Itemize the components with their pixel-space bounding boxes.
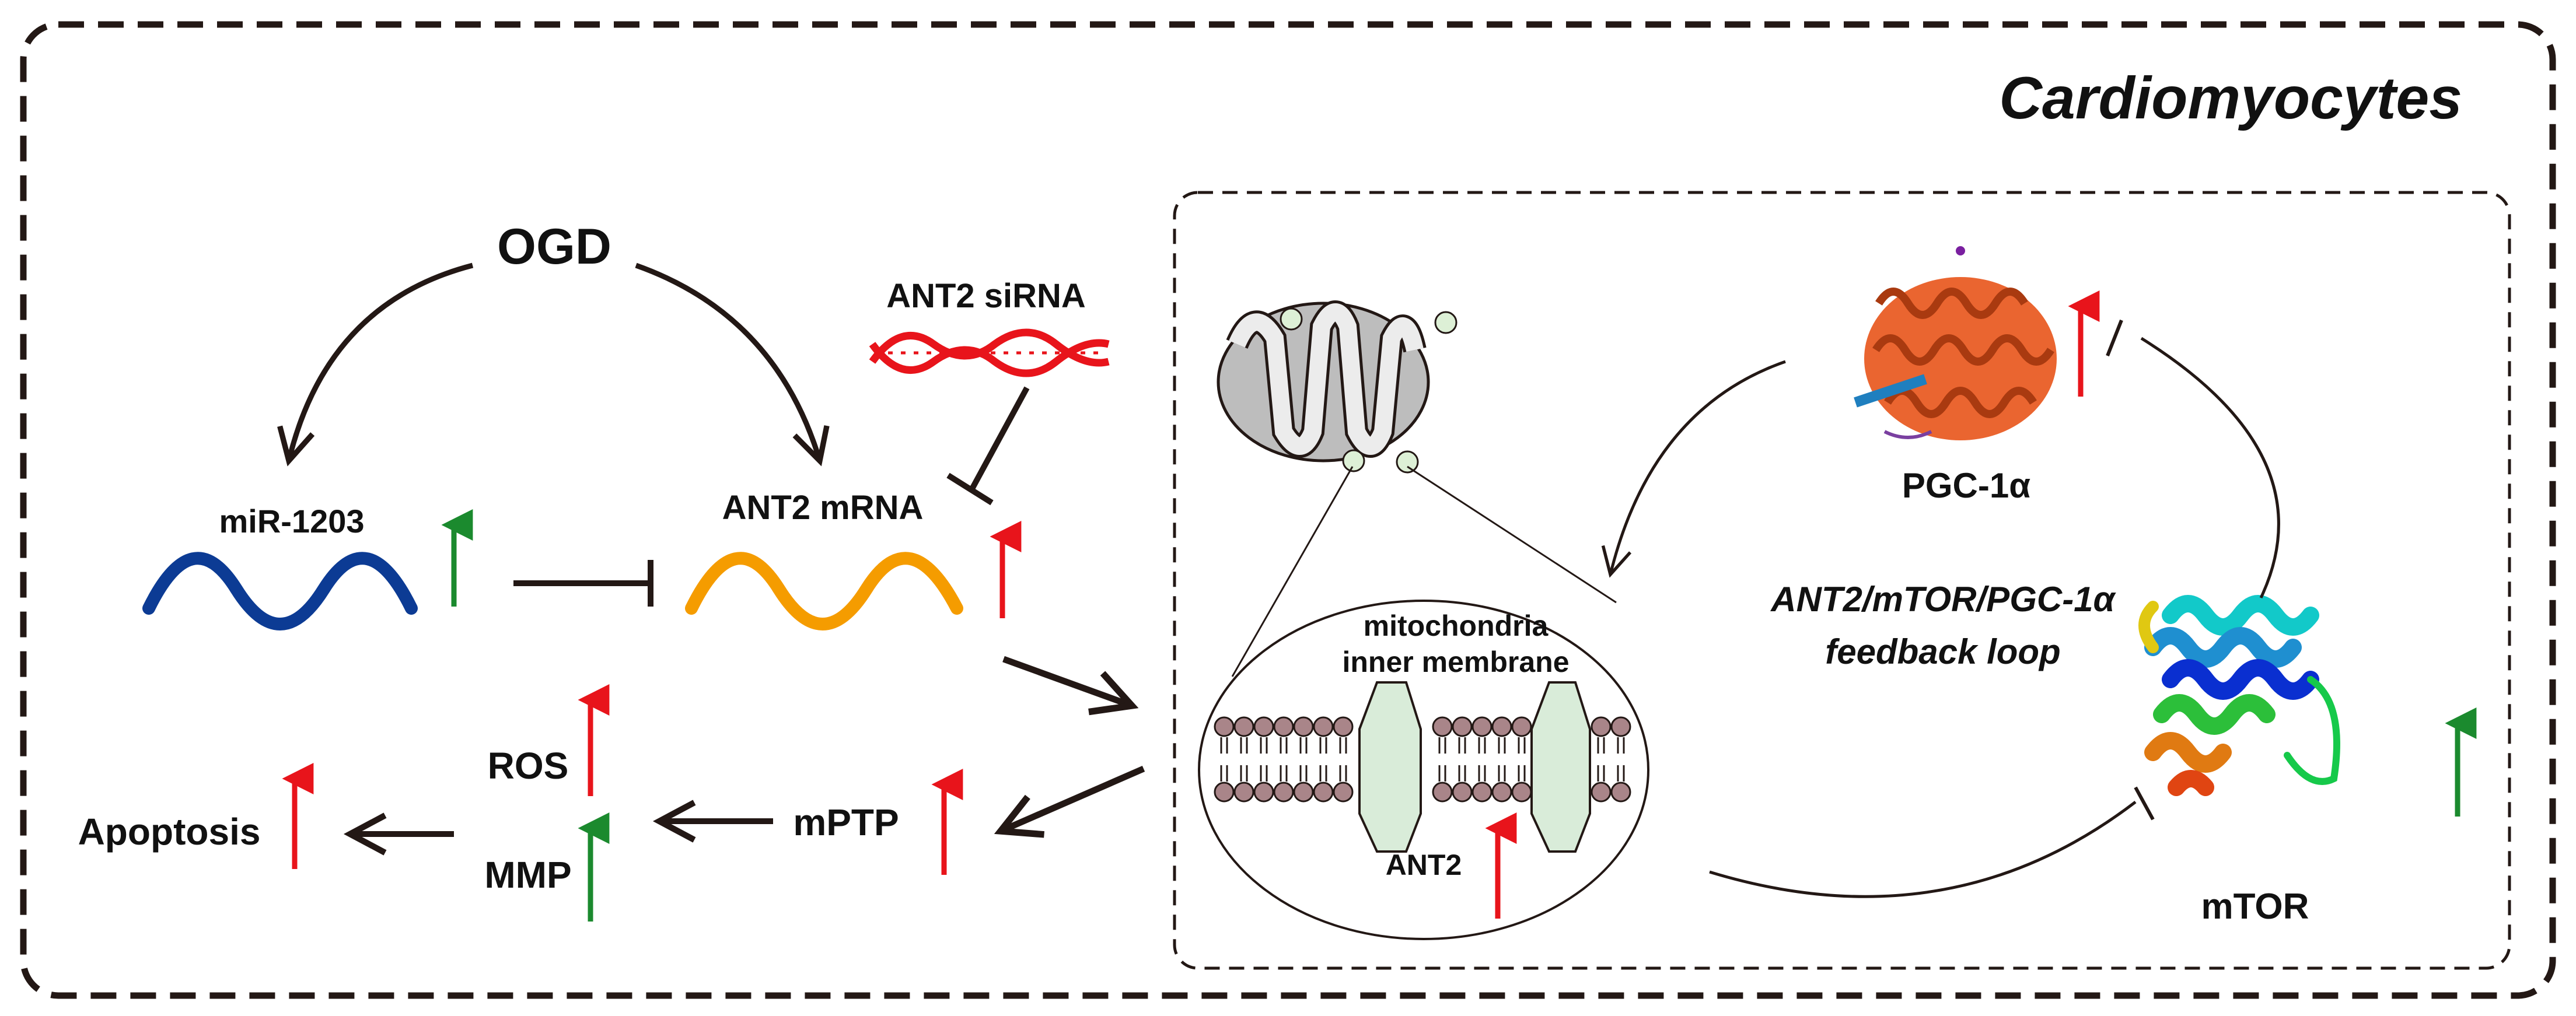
mrna-wave-icon [685, 552, 963, 630]
lipid-head [1491, 782, 1512, 803]
lipid-head [1471, 716, 1493, 737]
ogd-label: OGD [497, 219, 611, 275]
lipid-head [1432, 716, 1453, 737]
sirna-inhibition-bar-icon [946, 472, 994, 506]
lipid-head [1313, 716, 1334, 737]
mtor-label: mTOR [2201, 887, 2309, 927]
lipid-head [1452, 782, 1473, 803]
ant2-protein-right [1530, 681, 1591, 853]
mito-to-mptp-arrow [994, 765, 1145, 838]
lipid-head [1452, 716, 1473, 737]
lipid-head [1253, 782, 1274, 803]
mrna-to-mito-arrow [1002, 656, 1139, 716]
frame-title: Cardiomyocytes [1999, 65, 2462, 131]
mir-wave-icon [142, 552, 418, 630]
outer-frame [20, 21, 2556, 999]
mitochondrion-icon [1217, 300, 1457, 474]
loop-label-line1: ANT2/mTOR/PGC-1α [1770, 580, 2116, 619]
lipid-head [1432, 782, 1453, 803]
apoptosis-label: Apoptosis [78, 811, 261, 853]
lipid-head [1253, 716, 1274, 737]
lipid-head [1293, 782, 1314, 803]
ant2-sirna-label: ANT2 siRNA [886, 277, 1086, 315]
lipid-head [1214, 782, 1235, 803]
lipid-head [1511, 782, 1532, 803]
lipid-head [1313, 782, 1334, 803]
lipid-head [1610, 716, 1631, 737]
mitochondria-panel [1173, 191, 2511, 970]
membrane-label-line2: inner membrane [1342, 646, 1569, 678]
dsrna-helix-icon [869, 328, 1110, 377]
lipid-head [1333, 716, 1354, 737]
pgc-protein-structure-icon [1854, 246, 2057, 440]
membrane-label-line1: mitochondria [1364, 609, 1549, 642]
lipid-head [1293, 716, 1314, 737]
lipid-head [1591, 782, 1612, 803]
ogd-to-mrna-arrow [635, 262, 830, 467]
sirna-inhibits-mrna [969, 386, 1030, 492]
mmp-label: MMP [484, 854, 571, 896]
lipid-head [1233, 716, 1254, 737]
lipid-bilayer-icon [1214, 716, 1631, 803]
lipid-head [1333, 782, 1354, 803]
pgc-label: PGC-1α [1902, 466, 2030, 505]
ant2-protein-left [1358, 681, 1422, 853]
mtor-activates-pgc-arc [2140, 337, 2280, 599]
ant2-mrna-label: ANT2 mRNA [722, 489, 924, 527]
lipid-head [1471, 782, 1493, 803]
mtor-protein-structure-icon [2138, 595, 2340, 796]
zoom-line-left [1231, 466, 1354, 677]
lipid-head [1273, 716, 1294, 737]
ros-label: ROS [488, 745, 569, 787]
lipid-head [1491, 716, 1512, 737]
zoom-line-right [1407, 465, 1617, 604]
loop-label-line2: feedback loop [1825, 632, 2060, 671]
mtor-inhibition-bar-icon [2134, 786, 2155, 821]
lipid-head [1591, 716, 1612, 737]
mir-label: miR-1203 [219, 503, 364, 539]
mptp-label: mPTP [793, 801, 899, 843]
lipid-head [1273, 782, 1294, 803]
lipid-head [1610, 782, 1631, 803]
ant2-label: ANT2 [1386, 849, 1462, 881]
membrane-inhibits-mtor-arc [1709, 801, 2137, 898]
membrane-zoom-ellipse [1198, 600, 1649, 940]
pgc-inhibition-bar-icon [2106, 319, 2123, 357]
lipid-head [1233, 782, 1254, 803]
lipid-head [1511, 716, 1532, 737]
pgc-to-membrane-arrow [1601, 360, 1786, 578]
ogd-to-mir-arrow [277, 262, 474, 467]
lipid-head [1214, 716, 1235, 737]
